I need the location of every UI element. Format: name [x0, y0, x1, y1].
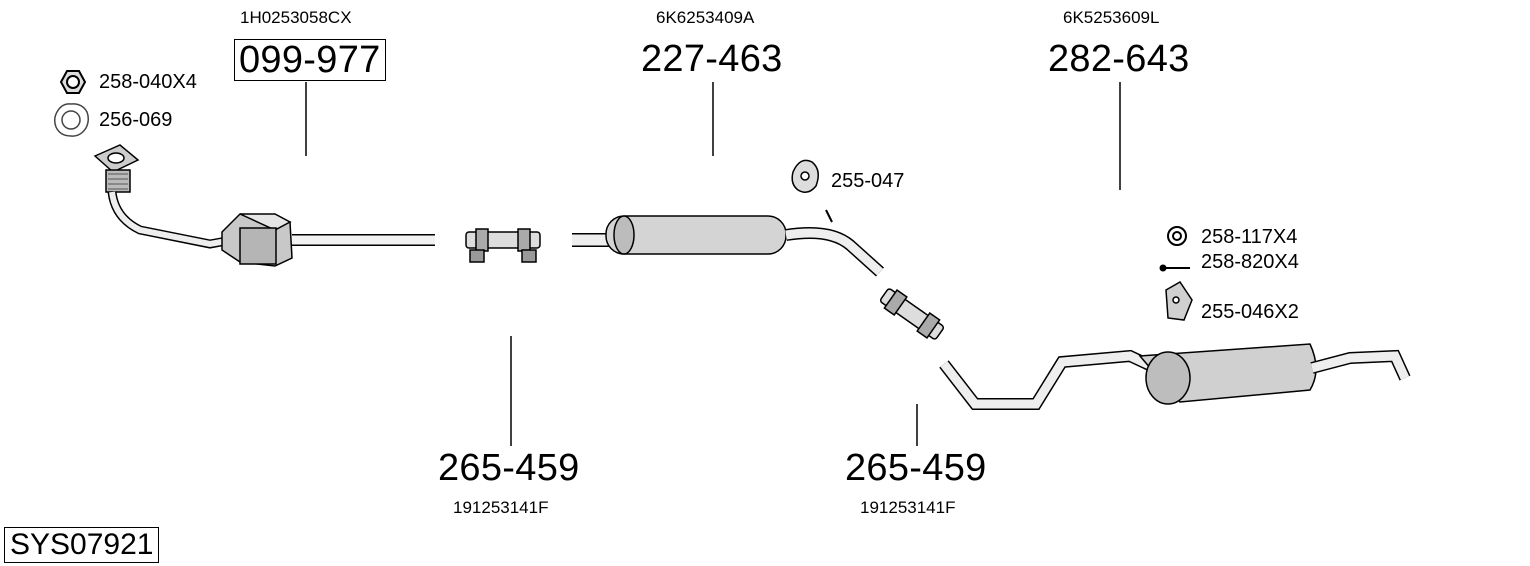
oe-number: 1H0253058CX: [240, 8, 352, 27]
part-number-link[interactable]: 099-977: [234, 39, 386, 81]
oe-number: 6K5253609L: [1063, 8, 1160, 27]
oe-number: 6K6253409A: [656, 8, 755, 27]
pipe-clamp: [879, 288, 945, 340]
part-number-link[interactable]: 227-463: [641, 38, 783, 80]
flange-gasket-icon: [53, 103, 90, 137]
middle-silencer: [572, 209, 885, 277]
hardware-label[interactable]: 255-046X2: [1201, 301, 1299, 323]
catalytic-converter-pipe: [93, 144, 435, 267]
oe-number: 191253141F: [453, 498, 549, 517]
part-number-link[interactable]: 265-459: [845, 447, 987, 489]
part-number-link[interactable]: 282-643: [1048, 38, 1190, 80]
part-number-link[interactable]: 265-459: [438, 447, 580, 489]
pipe-clamp: [465, 228, 541, 263]
rear-silencer: [939, 343, 1411, 410]
hex-nut-icon: [59, 70, 87, 94]
rubber-mount-icon: [1165, 281, 1193, 321]
hardware-label[interactable]: 258-117X4: [1201, 226, 1298, 248]
bolt-icon: [1159, 264, 1190, 272]
hardware-label[interactable]: 258-040X4: [99, 71, 197, 93]
washer-ring-icon: [1167, 226, 1187, 246]
oe-number: 191253141F: [860, 498, 956, 517]
hardware-label[interactable]: 256-069: [99, 109, 173, 131]
rubber-hanger-icon: [791, 159, 819, 193]
hardware-label[interactable]: 255-047: [831, 170, 905, 192]
system-code: SYS07921: [4, 527, 160, 563]
hardware-label[interactable]: 258-820X4: [1201, 251, 1299, 273]
